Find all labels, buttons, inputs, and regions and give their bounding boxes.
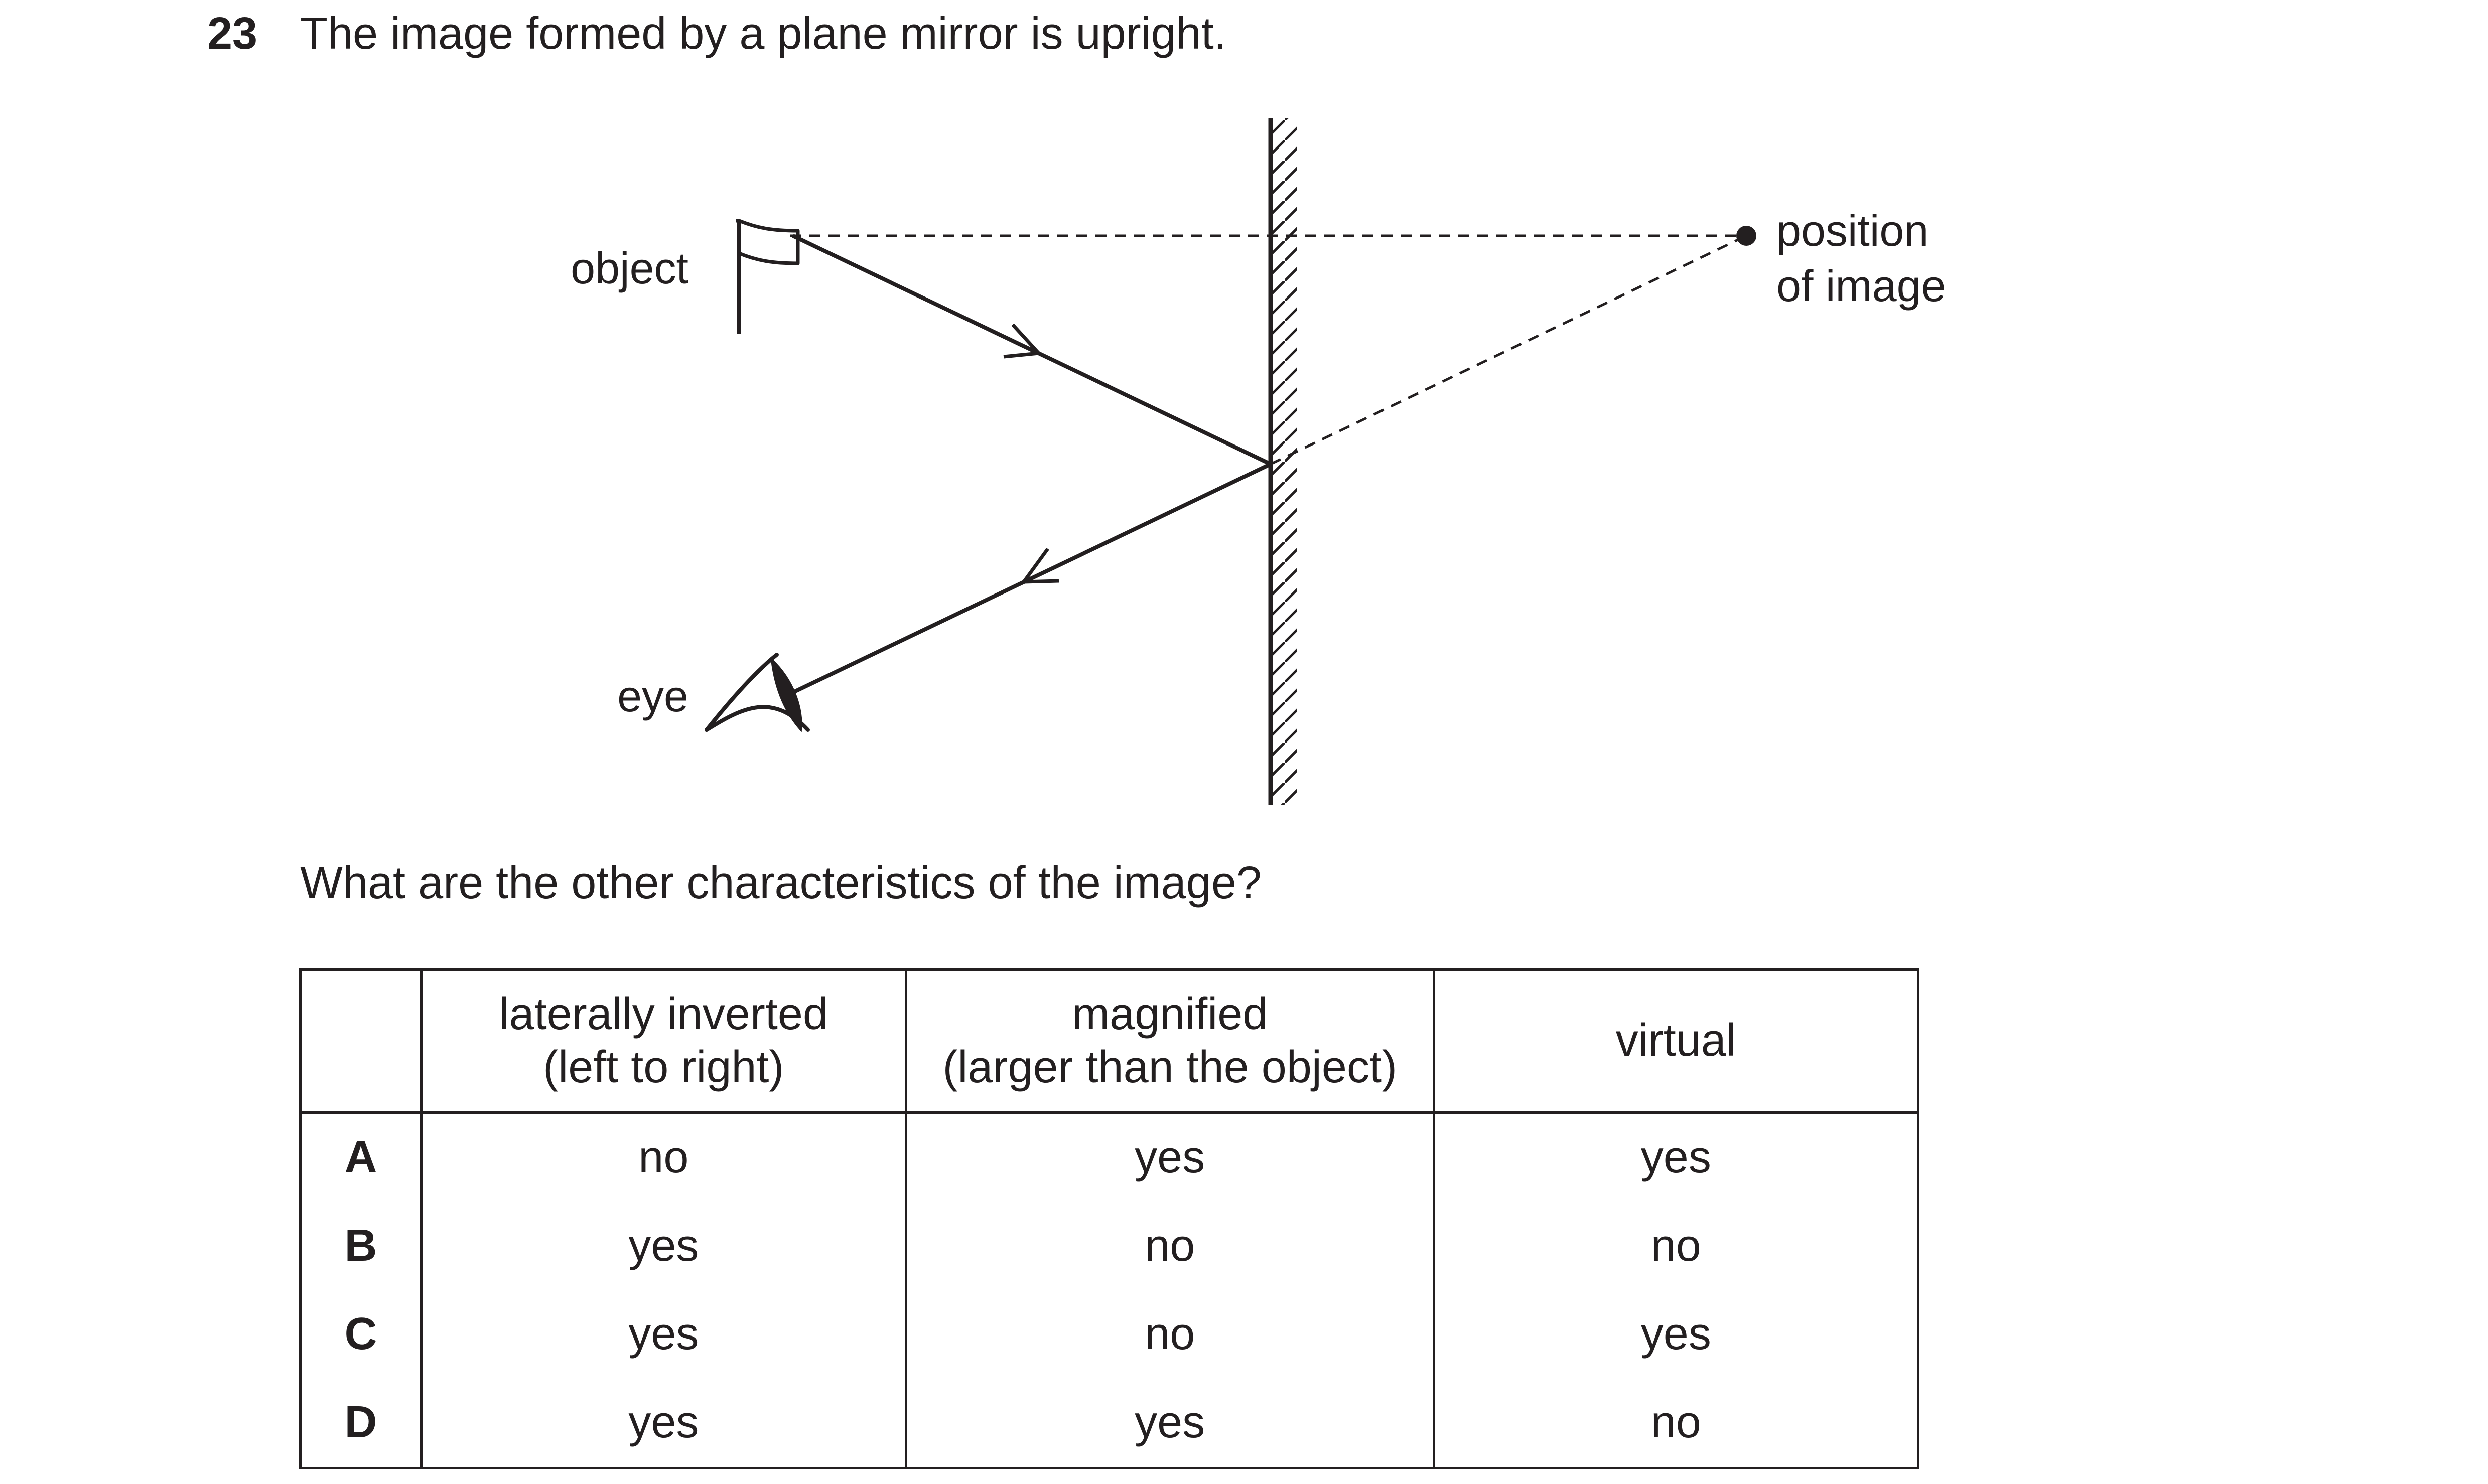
table-cell: no	[1432, 1379, 1920, 1469]
eye-label: eye	[617, 671, 688, 721]
option-letter: C	[299, 1290, 423, 1379]
image-label-line1: position	[1776, 206, 1928, 255]
flag-object-icon	[736, 219, 800, 334]
option-letter: D	[299, 1379, 423, 1469]
image-label-line2: of image	[1776, 261, 1946, 311]
option-row-d[interactable]: D yes yes no	[299, 1379, 1920, 1469]
header-text-line: magnified	[1072, 989, 1268, 1040]
reflected-ray-arrowhead	[1022, 547, 1059, 584]
table-cell: no	[1432, 1202, 1920, 1290]
eye-icon	[705, 653, 810, 732]
table-cell: yes	[420, 1379, 907, 1469]
table-cell: no	[904, 1202, 1435, 1290]
question-stem: The image formed by a plane mirror is up…	[300, 9, 1226, 59]
question-prompt: What are the other characteristics of th…	[300, 858, 1262, 908]
answer-options-table: laterally inverted (left to right) magni…	[299, 968, 1920, 1469]
header-corner-cell	[299, 968, 423, 1114]
object-label: object	[571, 243, 688, 293]
table-cell: yes	[420, 1202, 907, 1290]
header-text-line: (larger than the object)	[942, 1042, 1397, 1092]
plane-mirror-diagram: object eye position of image	[571, 118, 1946, 805]
table-cell: yes	[1432, 1290, 1920, 1379]
header-magnified: magnified (larger than the object)	[904, 968, 1435, 1114]
incident-ray-arrowhead	[1003, 323, 1041, 359]
table-cell: no	[420, 1112, 907, 1202]
option-letter: A	[299, 1112, 423, 1202]
table-cell: yes	[904, 1379, 1435, 1469]
question-number: 23	[207, 9, 258, 59]
virtual-ray-dashed-line	[1270, 234, 1747, 466]
option-row-c[interactable]: C yes no yes	[299, 1290, 1920, 1379]
table-cell: yes	[1432, 1112, 1920, 1202]
option-letter: B	[299, 1202, 423, 1290]
header-virtual: virtual	[1432, 968, 1920, 1114]
incident-ray	[792, 234, 1272, 466]
table-cell: yes	[420, 1290, 907, 1379]
table-cell: yes	[904, 1112, 1435, 1202]
table-cell: no	[904, 1290, 1435, 1379]
header-text-line: laterally inverted	[499, 989, 828, 1040]
reflected-ray	[787, 462, 1272, 697]
header-laterally-inverted: laterally inverted (left to right)	[420, 968, 907, 1114]
option-row-b[interactable]: B yes no no	[299, 1202, 1920, 1290]
table-header-row: laterally inverted (left to right) magni…	[299, 968, 1920, 1114]
image-position-dot	[1736, 226, 1756, 246]
option-row-a[interactable]: A no yes yes	[299, 1112, 1920, 1202]
header-text-line: virtual	[1615, 1015, 1736, 1066]
header-text-line: (left to right)	[543, 1042, 784, 1092]
